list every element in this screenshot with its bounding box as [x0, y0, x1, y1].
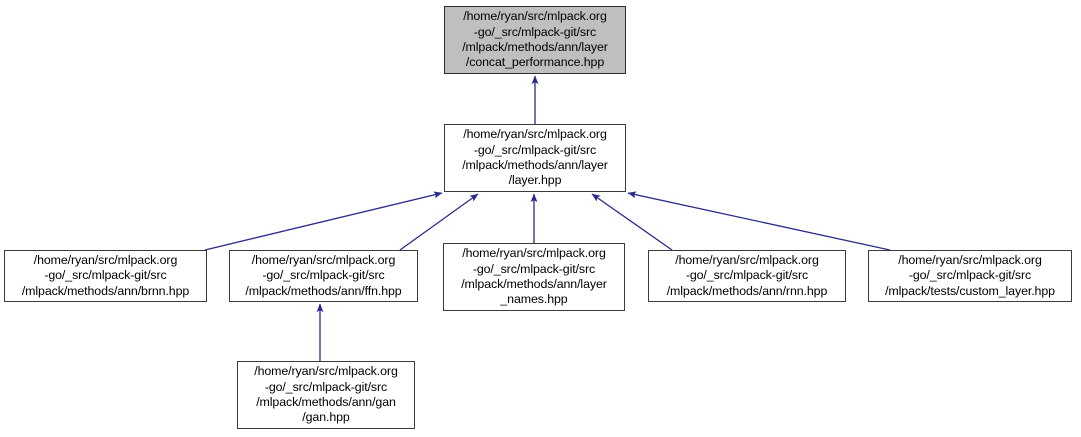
node-label-custom_layer: /home/ryan/src/mlpack.org -go/_src/mlpac…	[885, 252, 1055, 298]
edge-ffn-to-layer	[399, 193, 479, 251]
node-rnn[interactable]: /home/ryan/src/mlpack.org -go/_src/mlpac…	[648, 250, 846, 302]
node-brnn[interactable]: /home/ryan/src/mlpack.org -go/_src/mlpac…	[4, 250, 207, 302]
node-layer_names[interactable]: /home/ryan/src/mlpack.org -go/_src/mlpac…	[443, 243, 625, 311]
node-gan[interactable]: /home/ryan/src/mlpack.org -go/_src/mlpac…	[237, 361, 415, 429]
node-label-layer: /home/ryan/src/mlpack.org -go/_src/mlpac…	[462, 127, 608, 188]
node-layer[interactable]: /home/ryan/src/mlpack.org -go/_src/mlpac…	[444, 124, 626, 192]
edge-rnn-to-layer	[591, 193, 673, 251]
node-label-brnn: /home/ryan/src/mlpack.org -go/_src/mlpac…	[21, 252, 190, 298]
node-label-rnn: /home/ryan/src/mlpack.org -go/_src/mlpac…	[666, 252, 828, 298]
node-label-gan: /home/ryan/src/mlpack.org -go/_src/mlpac…	[254, 364, 398, 425]
node-concat_performance: /home/ryan/src/mlpack.org -go/_src/mlpac…	[444, 6, 626, 74]
edge-brnn-to-layer	[204, 191, 443, 251]
node-label-layer_names: /home/ryan/src/mlpack.org -go/_src/mlpac…	[461, 246, 607, 307]
node-label-ffn: /home/ryan/src/mlpack.org -go/_src/mlpac…	[245, 252, 402, 298]
node-label-concat_performance: /home/ryan/src/mlpack.org -go/_src/mlpac…	[462, 9, 608, 70]
edge-custom_layer-to-layer	[627, 191, 891, 251]
node-ffn[interactable]: /home/ryan/src/mlpack.org -go/_src/mlpac…	[229, 250, 418, 302]
node-custom_layer[interactable]: /home/ryan/src/mlpack.org -go/_src/mlpac…	[868, 250, 1072, 302]
